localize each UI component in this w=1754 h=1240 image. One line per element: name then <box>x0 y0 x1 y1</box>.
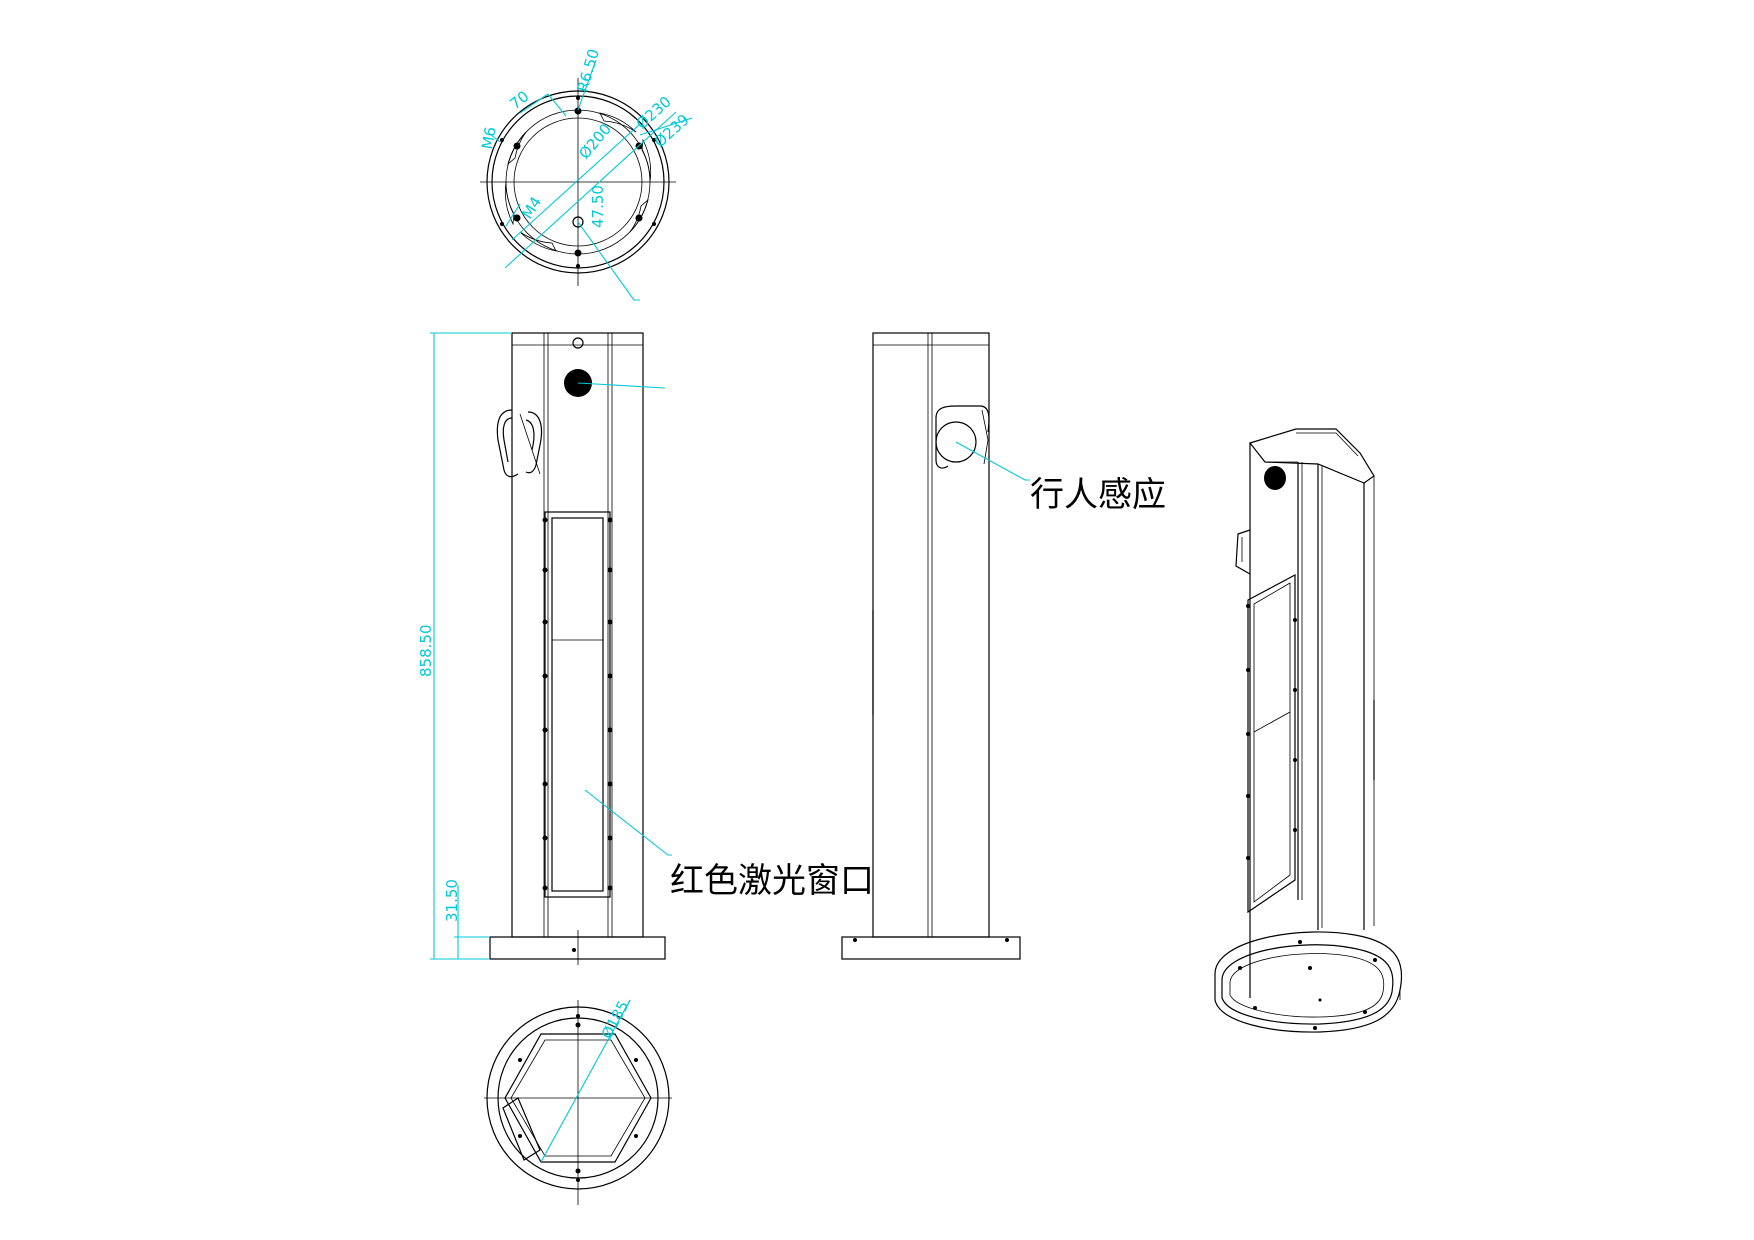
dim-base: 31.50 <box>443 879 461 922</box>
dim-475: 47.50 <box>589 185 607 228</box>
label-laser-window: 红色激光窗口 <box>670 861 874 901</box>
dim-70: 70 <box>506 87 532 113</box>
label-pedestrian-sensor: 行人感应 <box>1030 475 1166 515</box>
dim-m6: M6 <box>478 125 500 150</box>
isometric-view <box>1214 428 1403 1033</box>
front-view <box>430 332 672 965</box>
top-view <box>480 59 693 301</box>
dim-m4: M4 <box>518 194 545 223</box>
side-view <box>841 332 1030 960</box>
dim-height: 858.50 <box>417 625 435 678</box>
bottom-view <box>484 999 672 1205</box>
dim-r650: R6.50 <box>574 47 603 94</box>
